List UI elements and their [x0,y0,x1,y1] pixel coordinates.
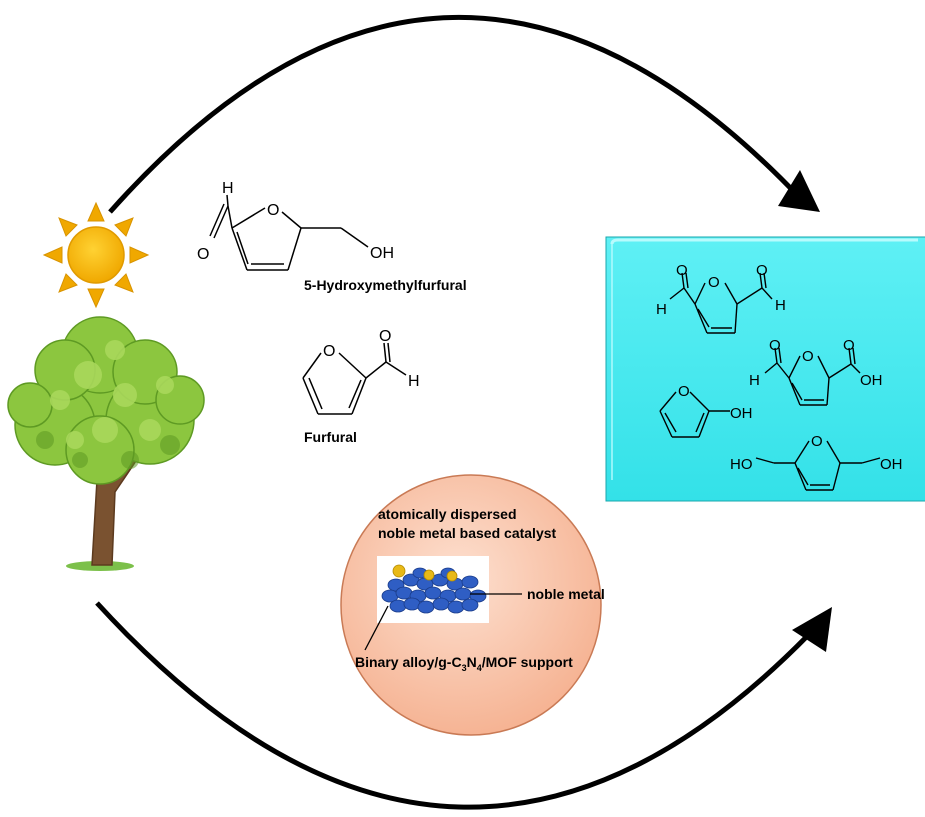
furfuryl-alcohol-structure [659,391,730,438]
support-label-part1: Binary alloy/g-C [355,654,462,670]
support-label-part2: N [467,654,477,670]
ffca-o-ring: O [802,348,814,365]
furfural-o-ring: O [323,343,335,360]
bhmf-o-ring: O [811,433,823,450]
tree-icon [7,316,205,571]
bottom-arc-arrow [95,601,820,810]
support-label-sub1: 3 [462,663,467,673]
support-label-sub2: 4 [477,663,482,673]
bhmf-structure [755,440,881,491]
catalyst-title-line1: atomically dispersed [378,506,517,522]
furfural-structure [302,342,407,415]
bottom-arrowhead [792,607,832,652]
hmf-label: 5-Hydroxymethylfurfural [304,277,467,293]
fa-oh: OH [730,405,753,422]
dff-structure [669,272,773,334]
catalyst-title-line2: noble metal based catalyst [378,525,557,541]
sun-icon [42,201,150,309]
hmf-o-carbonyl: O [197,246,209,263]
ffca-o-right: O [843,337,855,354]
ffca-oh-right: OH [860,372,883,389]
top-arrowhead [778,170,820,212]
furfural-h-atom: H [408,373,420,390]
fa-o-ring: O [678,383,690,400]
hmf-h-atom: H [222,180,234,197]
noble-metal-label: noble metal [527,586,605,602]
catalyst-inset [364,556,522,651]
hmf-o-ring: O [267,202,279,219]
support-pointer [364,605,389,651]
cycle-arrows [95,14,832,810]
support-label: Binary alloy/g-C3N4/MOF support [355,654,573,673]
dff-o-right: O [756,262,768,279]
ffca-o-left: O [769,337,781,354]
ffca-h-left: H [749,372,760,389]
dff-h-left: H [656,301,667,318]
furfural-o-carbonyl: O [379,328,391,345]
support-label-part3: /MOF support [482,654,573,670]
bhmf-ho-left: HO [730,456,753,473]
top-arc-arrow [108,14,802,214]
hmf-oh-group: OH [370,245,394,262]
dff-o-ring: O [708,274,720,291]
dff-o-left: O [676,262,688,279]
hmf-structure [209,194,369,271]
dff-h-right: H [775,297,786,314]
bhmf-oh-right: OH [880,456,903,473]
ffca-structure [764,347,861,406]
furfural-label: Furfural [304,429,357,445]
